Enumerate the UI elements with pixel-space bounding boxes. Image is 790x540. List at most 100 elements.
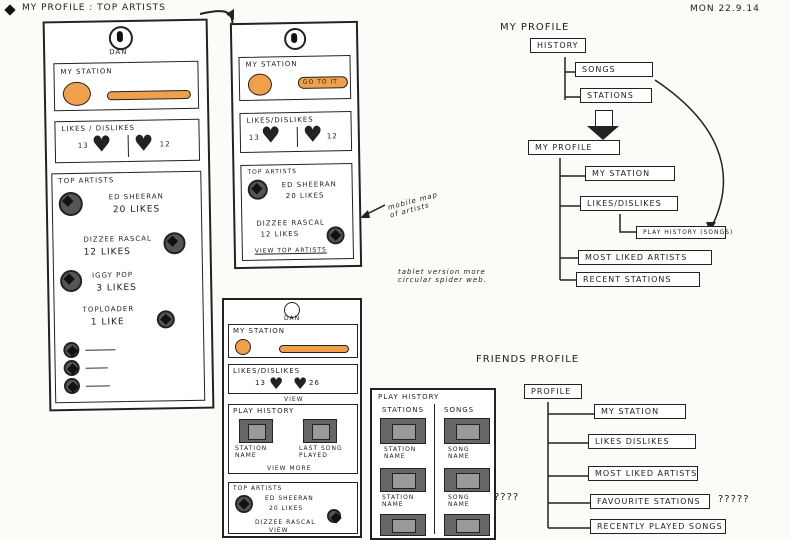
sitemap-recent-stations[interactable]: RECENT STATIONS	[576, 272, 700, 287]
top-artists-label: TOP ARTISTS	[247, 167, 297, 176]
tab-songs[interactable]: SONGS	[444, 406, 475, 414]
view-artists-link[interactable]: VIEW	[269, 527, 289, 534]
dislikes-count: 26	[309, 379, 320, 387]
artist-1-name: ED SHEERAN	[281, 180, 337, 190]
avatar[interactable]	[283, 27, 307, 51]
top-artists-card[interactable]: TOP ARTISTS ED SHEERAN 20 LIKES DIZZEE R…	[51, 170, 206, 404]
my-station-label: MY STATION	[233, 327, 286, 335]
play-history-label: PLAY HISTORY	[233, 407, 295, 415]
sitemap-play-history[interactable]: PLAY HISTORY (SONGS)	[636, 226, 732, 239]
station-pie-icon	[235, 339, 251, 355]
station-name-label: STATION NAME	[235, 445, 268, 459]
artist-node-3[interactable]	[59, 269, 83, 293]
station-progress-bar	[279, 345, 349, 353]
likes-count: 13	[77, 141, 89, 150]
go-to-it-button[interactable]: GO TO IT	[297, 76, 349, 89]
sitemap-friend-my-station[interactable]: MY STATION	[594, 404, 686, 419]
view-more-link[interactable]: VIEW MORE	[267, 465, 312, 472]
username: DAN	[109, 47, 128, 57]
sitemap-my-profile[interactable]: MY PROFILE	[528, 140, 620, 155]
my-station-label: MY STATION	[245, 59, 298, 69]
list-line-3	[85, 385, 110, 387]
top-artists-label: TOP ARTISTS	[58, 176, 115, 186]
down-arrow-head	[587, 126, 619, 140]
dislike-heart-icon: ♥	[293, 374, 308, 393]
sitemap-stations[interactable]: STATIONS	[580, 88, 652, 103]
artist-node-4[interactable]	[156, 310, 175, 329]
likes-count: 13	[255, 379, 266, 387]
artist-node-2[interactable]	[326, 226, 345, 245]
artist-node-1[interactable]	[235, 495, 253, 513]
my-station-card[interactable]: MY STATION	[53, 60, 200, 112]
list-line-2	[85, 367, 108, 369]
top-artists-card[interactable]: TOP ARTISTS ED SHEERAN 20 LIKES DIZZEE R…	[228, 482, 358, 534]
likes-dislikes-card[interactable]: LIKES/DISLIKES 13 ♥ ♥ 26	[228, 364, 358, 394]
likes-dislikes-card[interactable]: LIKES / DISLIKES 13 ♥ ♥ 12	[54, 118, 201, 164]
station-name-1: STATION NAME	[384, 446, 417, 460]
sitemap-friend-likes-dislikes[interactable]: LIKES DISLIKES	[588, 434, 696, 449]
view-likes-link[interactable]: VIEW	[284, 396, 304, 403]
likes-count: 13	[248, 133, 260, 142]
dislike-heart-icon: ♥	[133, 131, 154, 157]
station-pie-icon	[247, 73, 273, 96]
station-thumbnail-3[interactable]	[380, 514, 426, 536]
sitemap-songs[interactable]: SONGS	[575, 62, 653, 77]
artist-list-icon-1	[63, 341, 80, 359]
like-heart-icon: ♥	[91, 132, 112, 158]
artist-1-likes: 20 LIKES	[285, 191, 325, 201]
artist-4-likes: 1 LIKE	[90, 317, 125, 328]
sitemap-my-station[interactable]: MY STATION	[585, 166, 675, 181]
my-station-card[interactable]: MY STATION	[228, 324, 358, 358]
station-progress-bar	[106, 89, 191, 101]
artist-1-name: ED SHEERAN	[108, 192, 164, 202]
artist-2-name: DIZZEE RASCAL	[83, 234, 153, 244]
view-top-artists-link[interactable]: VIEW TOP ARTISTS	[254, 246, 327, 255]
my-station-label: MY STATION	[60, 67, 113, 77]
artist-node-1[interactable]	[247, 179, 268, 200]
top-artists-card[interactable]: TOP ARTISTS ED SHEERAN 20 LIKES DIZZEE R…	[240, 163, 354, 261]
artist-node-2[interactable]	[327, 509, 341, 523]
song-thumbnail-2[interactable]	[444, 468, 490, 492]
divider	[296, 126, 299, 147]
likes-dislikes-label: LIKES/DISLIKES	[233, 367, 301, 375]
song-thumbnail-1[interactable]	[444, 418, 490, 444]
station-thumbnail[interactable]	[239, 419, 273, 443]
artist-3-name: IGGY POP	[91, 270, 134, 280]
sitemap-history[interactable]: HISTORY	[530, 38, 586, 53]
sitemap-favourite-stations[interactable]: FAVOURITE STATIONS	[590, 494, 710, 509]
avatar[interactable]	[108, 25, 134, 51]
song-thumbnail-3[interactable]	[444, 514, 490, 536]
dislikes-count: 12	[159, 140, 171, 149]
artist-list-icon-2	[63, 359, 80, 377]
tab-stations[interactable]: STATIONS	[382, 406, 424, 414]
my-station-card[interactable]: MY STATION GO TO IT	[238, 55, 352, 101]
sitemap-friend-most-liked[interactable]: MOST LIKED ARTISTS	[588, 466, 698, 481]
divider	[127, 134, 129, 158]
play-history-card[interactable]: PLAY HISTORY STATION NAME LAST SONG PLAY…	[228, 404, 358, 474]
station-thumbnail-2[interactable]	[380, 468, 426, 492]
station-thumbnail-1[interactable]	[380, 418, 426, 444]
artist-2-name: DIZZEE RASCAL	[255, 519, 316, 526]
artist-node-1[interactable]	[58, 191, 84, 217]
artist-3-likes: 3 LIKES	[96, 282, 137, 294]
likes-dislikes-card[interactable]: LIKES/DISLIKES 13 ♥ ♥ 12	[239, 111, 353, 153]
sitemap-likes-dislikes[interactable]: LIKES/DISLIKES	[580, 196, 678, 211]
artist-2-likes: 12 LIKES	[260, 229, 300, 239]
avatar[interactable]	[284, 302, 300, 318]
dislikes-count: 12	[326, 132, 338, 141]
artist-list-icon-3	[63, 377, 81, 395]
top-artists-label: TOP ARTISTS	[233, 485, 283, 492]
sitemap-profile[interactable]: PROFILE	[524, 384, 582, 399]
sitemap-recently-played[interactable]: RECENTLY PLAYED SONGS	[590, 519, 726, 534]
artist-node-2[interactable]	[163, 232, 186, 255]
song-thumbnail[interactable]	[303, 419, 337, 443]
question-marks-2: ?????	[718, 494, 750, 505]
sitemap-most-liked-artists[interactable]: MOST LIKED ARTISTS	[578, 250, 712, 265]
list-line-1	[85, 349, 116, 351]
note-tablet-version: tablet version more circular spider web.	[398, 268, 487, 284]
station-name-2: STATION NAME	[382, 494, 415, 508]
question-marks-1: ????	[494, 492, 520, 503]
artist-1-name: ED SHEERAN	[265, 495, 314, 502]
artist-4-name: TOPLOADER	[82, 304, 135, 314]
mobile-wireframe-variant: MY STATION GO TO IT LIKES/DISLIKES 13 ♥ …	[229, 20, 363, 270]
